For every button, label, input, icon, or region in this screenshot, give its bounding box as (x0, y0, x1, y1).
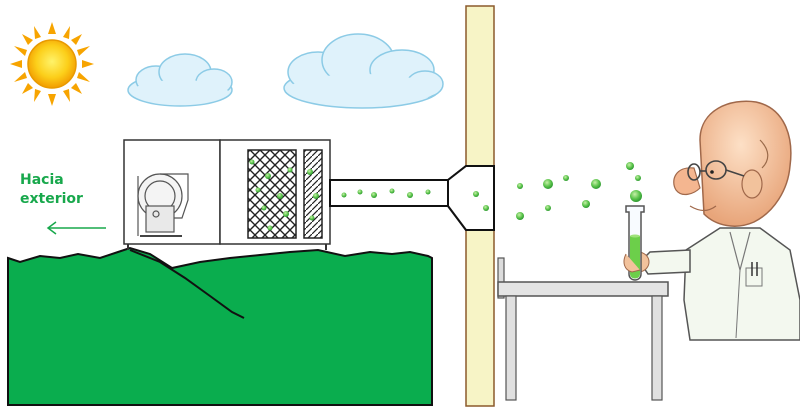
filter-icon (247, 149, 297, 239)
ground (7, 246, 433, 406)
sun-icon (10, 22, 94, 106)
fan-icon (137, 173, 189, 237)
contaminant-particles (249, 159, 642, 231)
cloud-icon (127, 53, 233, 107)
exhaust-label-line1: Hacia (20, 172, 64, 188)
cloud-icon (283, 33, 444, 109)
extraction-unit (123, 139, 331, 250)
extraction-hood (447, 165, 495, 231)
filter-icon (303, 149, 323, 239)
lab-table (497, 257, 669, 401)
arrow-left-icon (46, 221, 106, 235)
exhaust-label-line2: exterior (20, 191, 83, 207)
